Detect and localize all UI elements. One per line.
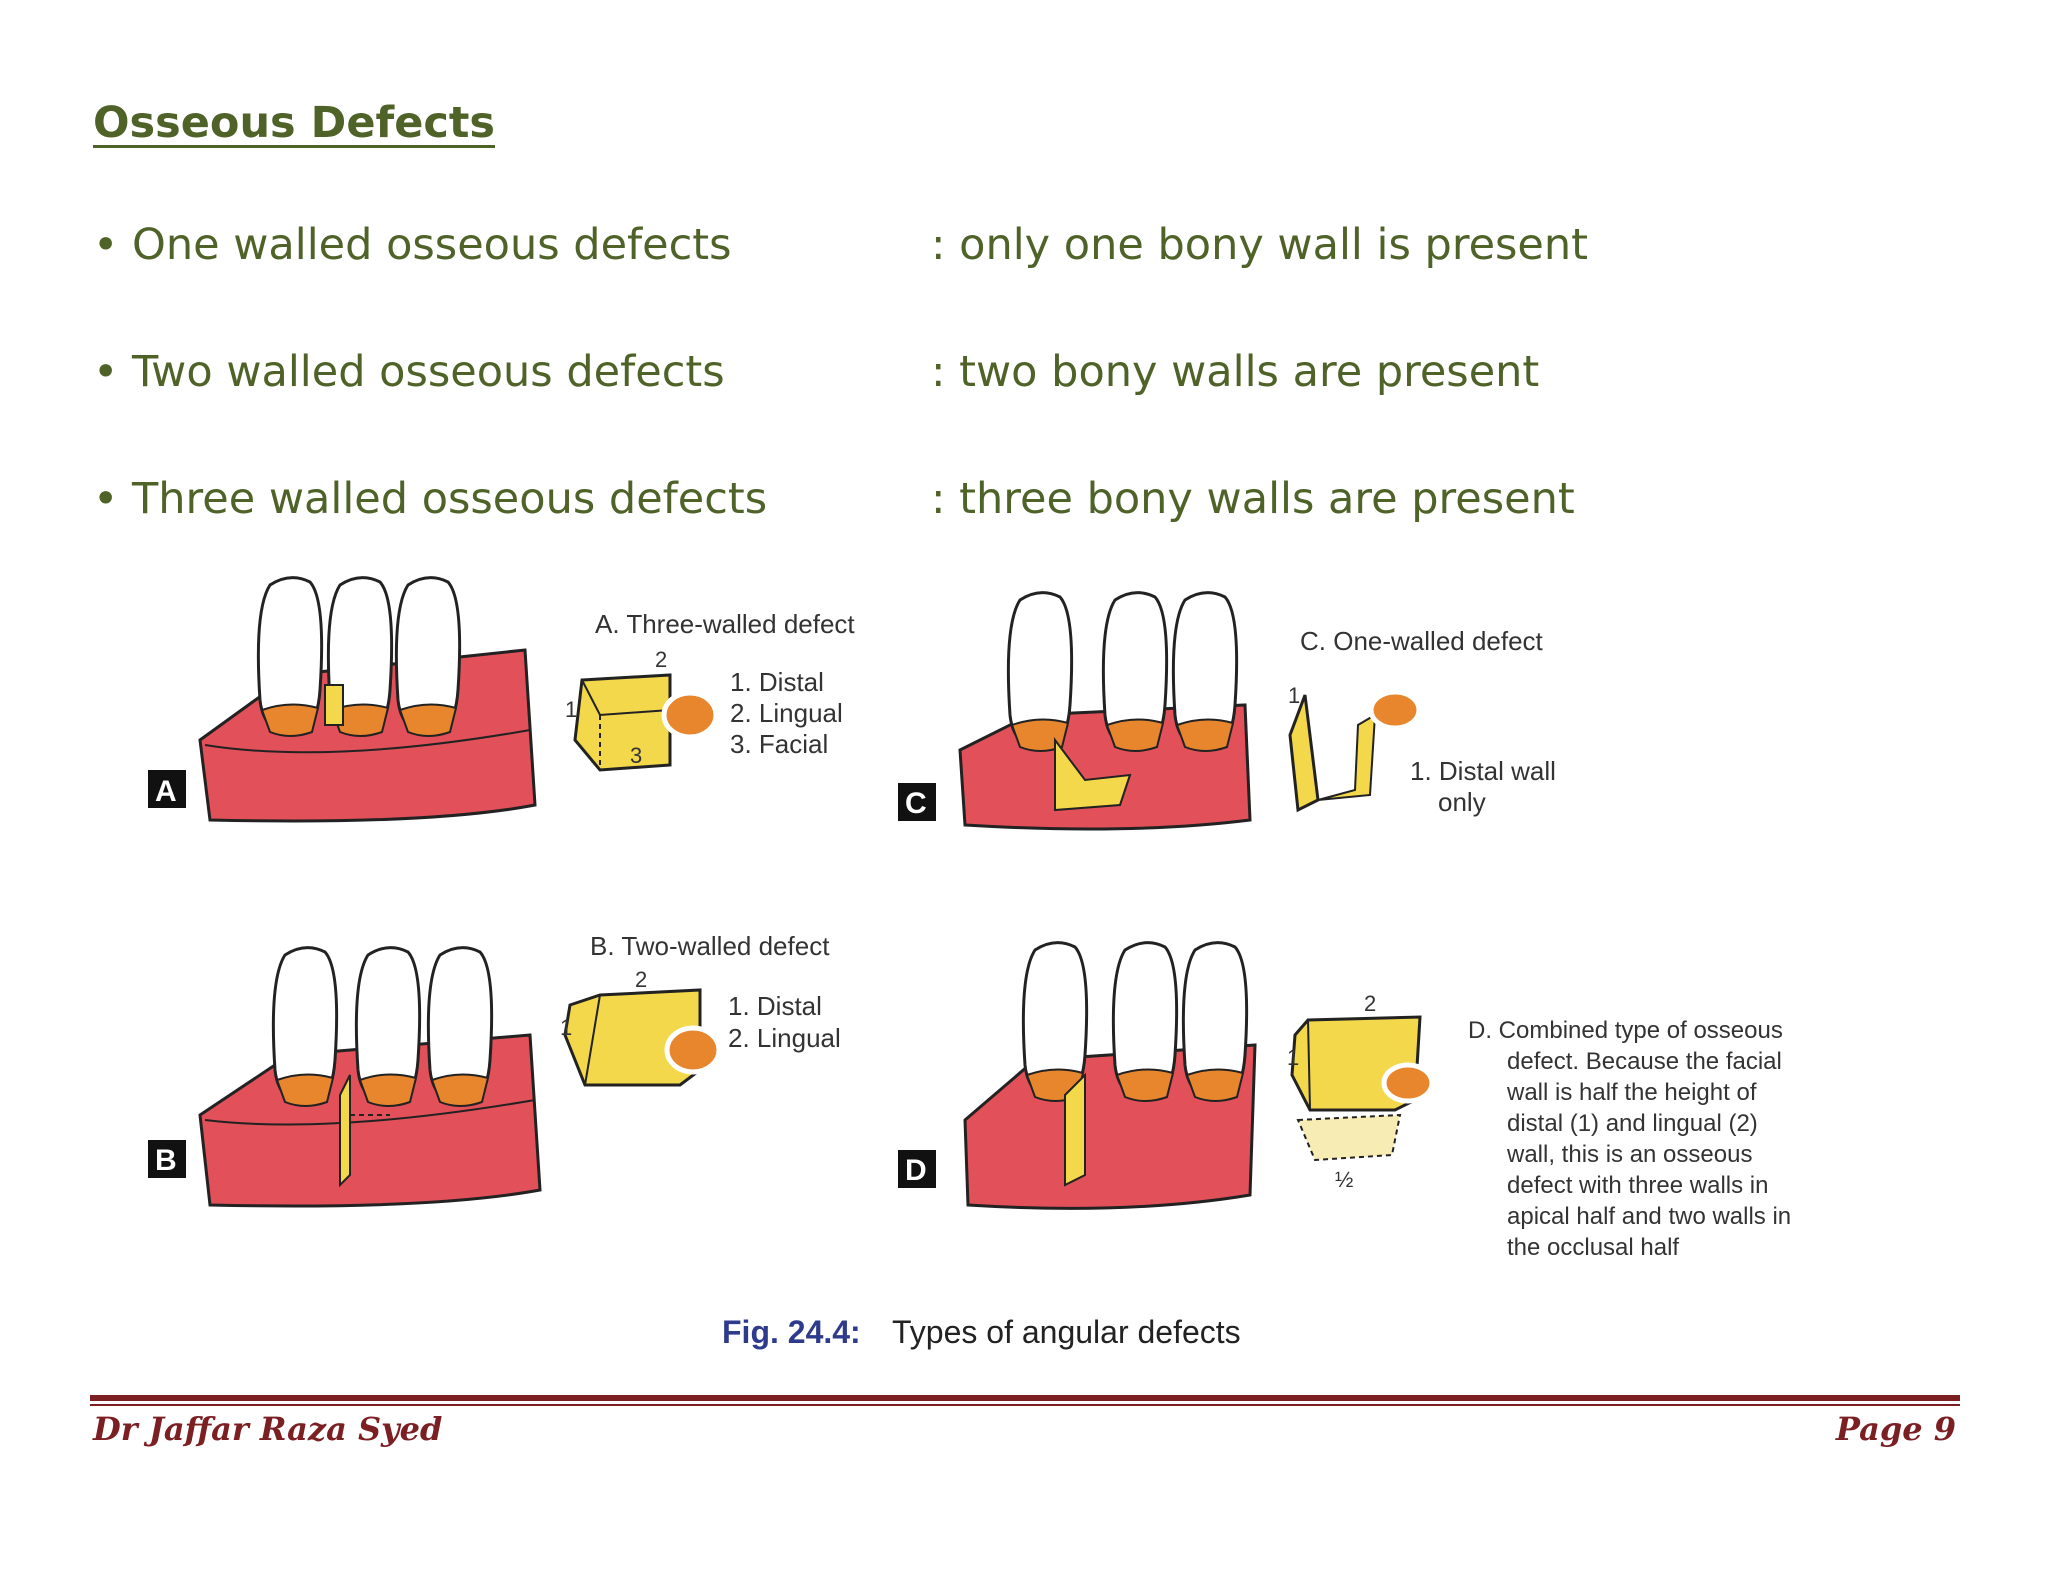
list-item: • Three walled osseous defects : three b… xyxy=(93,474,1793,601)
panel-d-legend-5: wall, this is an osseous xyxy=(1506,1141,1752,1168)
panel-b-title: B. Two-walled defect xyxy=(590,931,830,961)
panel-b-illustration: B B. Two-walled defect 1 2 1. Distal 2. … xyxy=(148,931,841,1208)
panel-d-wall-1: 1 xyxy=(1287,1045,1299,1070)
defect-definition: : only one bony wall is present xyxy=(931,220,1588,270)
defect-list: • One walled osseous defects : only one … xyxy=(93,220,1793,601)
panel-d-wall-2: 2 xyxy=(1364,991,1376,1016)
panel-d-legend-1: D. Combined type of osseous xyxy=(1468,1017,1783,1044)
panel-d-wall-half: ½ xyxy=(1335,1167,1353,1192)
angular-defects-figure: A A. Three-walled defect 1 2 3 1. Distal… xyxy=(130,555,1880,1375)
defect-definition: : two bony walls are present xyxy=(931,347,1540,397)
panel-a-illustration: A A. Three-walled defect 1 2 3 1. Distal… xyxy=(148,576,855,823)
panel-a-title: A. Three-walled defect xyxy=(595,609,855,639)
panel-a-badge: A xyxy=(155,775,177,808)
panel-a-legend-1: 1. Distal xyxy=(730,667,824,697)
panel-c-illustration: C C. One-walled defect 1 1. Distal wall … xyxy=(898,591,1556,831)
panel-c-title: C. One-walled defect xyxy=(1300,626,1544,656)
panel-b-legend-1: 1. Distal xyxy=(728,991,822,1021)
panel-a-wall-3: 3 xyxy=(630,743,642,768)
panel-b-badge: B xyxy=(155,1144,177,1177)
panel-b-legend-2: 2. Lingual xyxy=(728,1023,841,1053)
footer-divider xyxy=(90,1395,1960,1401)
footer-author: Dr Jaffar Raza Syed xyxy=(93,1410,443,1448)
list-item: • Two walled osseous defects : two bony … xyxy=(93,347,1793,474)
panel-a-legend-2: 2. Lingual xyxy=(730,698,843,728)
panel-b-wall-2: 2 xyxy=(635,967,647,992)
panel-d-legend-3: wall is half the height of xyxy=(1506,1079,1757,1106)
panel-d-legend-8: the occlusal half xyxy=(1507,1234,1679,1261)
page-title: Osseous Defects xyxy=(93,98,495,148)
panel-d-legend-7: apical half and two walls in xyxy=(1507,1203,1791,1230)
footer-divider-thin xyxy=(90,1404,1960,1406)
figure-caption-text: Types of angular defects xyxy=(892,1314,1241,1350)
panel-c-wall-1: 1 xyxy=(1288,683,1300,708)
panel-c-legend-2: only xyxy=(1438,787,1486,817)
defect-term: • Two walled osseous defects xyxy=(93,347,725,397)
panel-d-legend-6: defect with three walls in xyxy=(1507,1172,1768,1199)
panel-d-legend-2: defect. Because the facial xyxy=(1507,1048,1782,1075)
panel-c-legend-1: 1. Distal wall xyxy=(1410,756,1556,786)
page-number: Page 9 xyxy=(1835,1410,1956,1448)
panel-b-wall-1: 1 xyxy=(560,1015,572,1040)
panel-a-wall-1: 1 xyxy=(565,697,577,722)
panel-d-illustration: D 1 2 ½ D. Combined type of osseous defe… xyxy=(898,941,1791,1261)
defect-definition: : three bony walls are present xyxy=(931,474,1575,524)
panel-d-legend-4: distal (1) and lingual (2) xyxy=(1507,1110,1758,1137)
list-item: • One walled osseous defects : only one … xyxy=(93,220,1793,347)
panel-c-badge: C xyxy=(905,787,927,820)
panel-a-wall-2: 2 xyxy=(655,647,667,672)
defect-term: • One walled osseous defects xyxy=(93,220,732,270)
panel-d-badge: D xyxy=(905,1154,927,1187)
panel-a-legend-3: 3. Facial xyxy=(730,729,828,759)
figure-caption-label: Fig. 24.4: xyxy=(722,1314,861,1350)
defect-term: • Three walled osseous defects xyxy=(93,474,768,524)
